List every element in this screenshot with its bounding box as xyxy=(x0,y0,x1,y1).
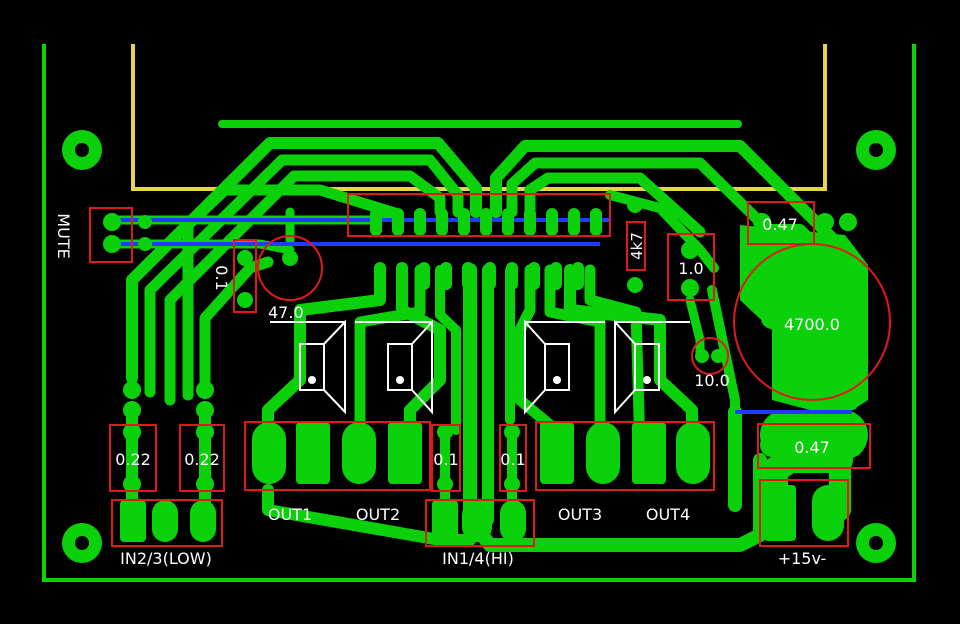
component-outlines xyxy=(89,201,891,492)
in23-outline xyxy=(111,499,223,547)
label-power: +15v- xyxy=(778,549,827,568)
label-r01-b: 0.1 xyxy=(500,450,525,469)
diode-out3 xyxy=(524,319,605,415)
protection-diodes xyxy=(270,319,690,415)
label-out4: OUT4 xyxy=(646,505,690,524)
output-connectors xyxy=(252,422,710,484)
board-outline xyxy=(42,44,916,582)
power-outline xyxy=(759,479,849,547)
label-mute: MUTE xyxy=(54,213,73,258)
diode-dots xyxy=(308,376,651,384)
label-r047-bot: 0.47 xyxy=(794,438,830,457)
diode-out1 xyxy=(270,319,346,415)
ic-pads xyxy=(370,208,602,290)
label-c10: 10.0 xyxy=(694,371,730,390)
label-in23: IN2/3(LOW) xyxy=(120,549,212,568)
diode-out4 xyxy=(614,319,690,415)
label-r022-b: 0.22 xyxy=(184,450,220,469)
label-out3: OUT3 xyxy=(558,505,602,524)
diode-out2 xyxy=(355,319,433,415)
out12-outline xyxy=(244,421,431,491)
label-out1: OUT1 xyxy=(268,505,312,524)
label-r047-top: 0.47 xyxy=(762,215,798,234)
label-r01-a: 0.1 xyxy=(433,450,458,469)
label-c4700: 4700.0 xyxy=(784,315,840,334)
label-out2: OUT2 xyxy=(356,505,400,524)
label-r10: 1.0 xyxy=(678,259,703,278)
input-connectors xyxy=(120,485,844,542)
label-r4k7: 4k7 xyxy=(628,232,646,260)
label-r022-a: 0.22 xyxy=(115,450,151,469)
label-c47: 47.0 xyxy=(268,303,304,322)
ic-outline xyxy=(347,193,611,237)
in14-outline xyxy=(425,499,535,547)
label-r01-left: 0.1 xyxy=(212,265,231,290)
mounting-holes xyxy=(62,130,896,563)
resistor-footprints xyxy=(103,197,864,493)
label-in14: IN1/4(HI) xyxy=(442,549,514,568)
out34-outline xyxy=(535,421,715,491)
